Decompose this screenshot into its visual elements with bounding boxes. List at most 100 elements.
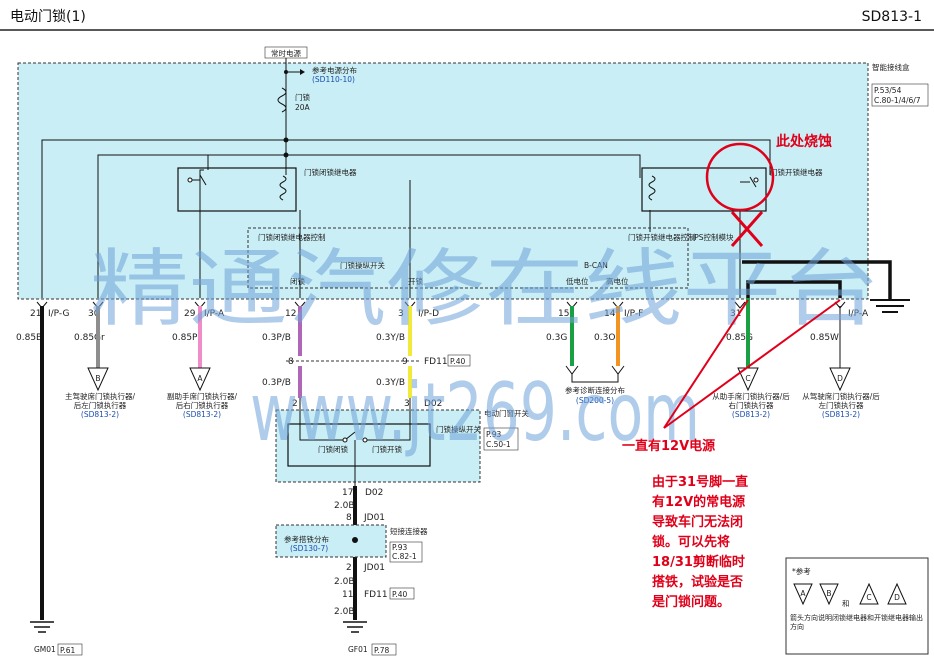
- pin-number: 14: [604, 309, 616, 319]
- fd11-ref: P.40: [450, 357, 466, 366]
- target-a-ref: (SD813-2): [182, 410, 222, 419]
- gp-ground-ref: 参考搭铁分布: [284, 534, 329, 544]
- gp-jd01: JD01: [363, 513, 385, 523]
- gp-pin11: 11: [342, 590, 353, 600]
- pin-number: 30: [88, 309, 100, 319]
- switch-input-label: 门锁操纵开关: [340, 260, 385, 270]
- pin-number: 15: [558, 309, 569, 319]
- pin-connector: I/P-A: [848, 309, 869, 319]
- pin-connector: I/P-A: [204, 309, 225, 319]
- gp-jd01-b: JD01: [363, 563, 385, 573]
- gp-gf01-ref: P.78: [374, 646, 390, 655]
- pointer-lines: [663, 299, 841, 429]
- wire-code: 0.3Y/B: [376, 333, 405, 343]
- gp-ground-ref-code: (SD130-7): [290, 544, 328, 553]
- gp-fd11: FD11: [364, 590, 388, 600]
- wire-code: 0.85P: [172, 333, 198, 343]
- watermark-line1: 精通汽修在线平台: [90, 240, 880, 338]
- close-relay-label: 门锁闭锁继电器: [304, 167, 357, 177]
- power-source-label: 常时电源: [271, 48, 301, 58]
- wire-code: 0.85G: [726, 333, 753, 343]
- note-line: 是门锁问题。: [651, 594, 730, 610]
- gp-gm01-ref: P.61: [60, 646, 76, 655]
- smart-box-ref-1: P.53/54: [874, 86, 902, 95]
- wire-code-lower: 0.3P/B: [262, 378, 291, 388]
- note-line: 有12V的常电源: [652, 494, 745, 510]
- gp-gm01: GM01: [34, 645, 56, 654]
- target-b-letter: B: [95, 374, 100, 383]
- switch-lock-label: 门锁闭锁: [318, 444, 348, 454]
- low-label: 低电位: [566, 276, 589, 286]
- target-c-letter: C: [745, 374, 750, 383]
- open-relay: 门锁开锁继电器: [641, 167, 823, 212]
- target-a-label: 副助手席门锁执行器/后右门锁执行器: [166, 392, 238, 410]
- pin-number: 21: [30, 309, 41, 319]
- power-ref-code: (SD110-10): [312, 75, 355, 84]
- fuse-rating: 20A: [295, 103, 311, 112]
- pin-connector: I/P-F: [624, 309, 643, 319]
- switch-title: 电动门窗开关: [484, 408, 529, 418]
- target-b-ref: (SD813-2): [80, 410, 120, 419]
- target-b-label: 主驾驶席门锁执行器/后左门锁执行器: [64, 392, 136, 410]
- target-a: A 副助手席门锁执行器/后右门锁执行器 (SD813-2): [166, 367, 238, 419]
- ground-path: 2.0B 8 JD01 参考搭铁分布 (SD130-7) 短接连接器 P.93 …: [30, 486, 428, 656]
- wire-code: 0.85B: [16, 333, 42, 343]
- switch-unlock-label: 门锁开锁: [372, 444, 402, 454]
- target-d: D 从驾驶席门锁执行器/后左门锁执行器 (SD813-2): [802, 367, 880, 419]
- switch-ref-2: C.50-1: [486, 440, 511, 449]
- legend-symbol: C: [866, 593, 871, 602]
- pin-connector: I/P-D: [418, 309, 439, 319]
- gp-pin8: 8: [346, 513, 352, 523]
- pin-number: 31: [730, 309, 741, 319]
- lock-label: 闭锁: [290, 276, 305, 286]
- ctrl-open-label: 门锁开锁继电器控制: [628, 232, 696, 242]
- close-relay: 门锁闭锁继电器: [177, 167, 357, 212]
- door-switch: 2 3 D02 门锁闭锁 门锁开锁 门锁操纵开关 电动门窗开关 P.93 C.5…: [275, 398, 529, 498]
- switch-conn-d02: D02: [424, 399, 442, 409]
- gp-wire3: 2.0B: [334, 607, 355, 617]
- note-text: 由于31号脚一直 有12V的常电源 导致车门无法闭 锁。可以先将 18/31剪断…: [651, 474, 748, 610]
- note-line: 导致车门无法闭: [652, 514, 743, 530]
- switch-ref-1: P.93: [486, 430, 502, 439]
- open-relay-label: 门锁开锁继电器: [770, 167, 823, 177]
- fd11-pin: 8: [288, 357, 294, 367]
- smart-box-title: 智能接线盒: [872, 62, 910, 72]
- header-bar: 电动门锁(1) SD813-1: [0, 0, 934, 31]
- diag-ref-label: 参考诊断连接分布: [565, 385, 625, 395]
- gp-gf01: GF01: [348, 645, 368, 654]
- switch-d02: D02: [365, 488, 383, 498]
- target-a-letter: A: [197, 374, 203, 383]
- target-c-ref: (SD813-2): [731, 410, 771, 419]
- legend-title: *参考: [792, 566, 811, 576]
- gp-fd11-ref: P.40: [392, 590, 408, 599]
- wire-code: 0.3G: [546, 333, 567, 343]
- legend-symbol: B: [826, 589, 831, 598]
- target-d-letter: D: [837, 374, 843, 383]
- burn-circle: [705, 142, 775, 212]
- burn-label: 此处烧蚀: [776, 133, 832, 150]
- high-label: 高电位: [606, 276, 629, 286]
- unlock-label: 开锁: [408, 276, 423, 286]
- temp-ground-wire: [742, 260, 910, 313]
- fuse-name: 门锁: [295, 92, 310, 102]
- fd11-pin: 9: [402, 357, 408, 367]
- legend-note: 箭头方向说明闭锁继电器和开锁继电器输出方向: [790, 614, 923, 631]
- target-d-ref: (SD813-2): [821, 410, 861, 419]
- wire-code: 0.85W: [810, 333, 839, 343]
- target-c: C 从助手席门锁执行器/后右门锁执行器 (SD813-2): [712, 367, 790, 419]
- switch-pin: 3: [404, 399, 410, 409]
- gp-wire1: 2.0B: [334, 501, 355, 511]
- target-d-label: 从驾驶席门锁执行器/后左门锁执行器: [802, 392, 880, 410]
- note-line: 搭铁，试验是否: [652, 574, 743, 590]
- wire-code-lower: 0.3Y/B: [376, 378, 405, 388]
- legend-symbol: A: [800, 589, 806, 598]
- watermark-line2: www.jt269.com: [250, 366, 700, 459]
- pin-number: 29: [184, 309, 196, 319]
- legend-box: *参考 A B 和 C D 箭头方向说明闭锁继电器和开锁继电器输出方向: [785, 557, 929, 655]
- smart-junction-box: 智能接线盒 P.53/54 C.80-1/4/6/7: [17, 62, 929, 300]
- wire-code: 0.3P/B: [262, 333, 291, 343]
- wire-code: 0.85Gr: [74, 333, 105, 343]
- gp-wire2: 2.0B: [334, 577, 355, 587]
- switch-pin: 2: [292, 399, 298, 409]
